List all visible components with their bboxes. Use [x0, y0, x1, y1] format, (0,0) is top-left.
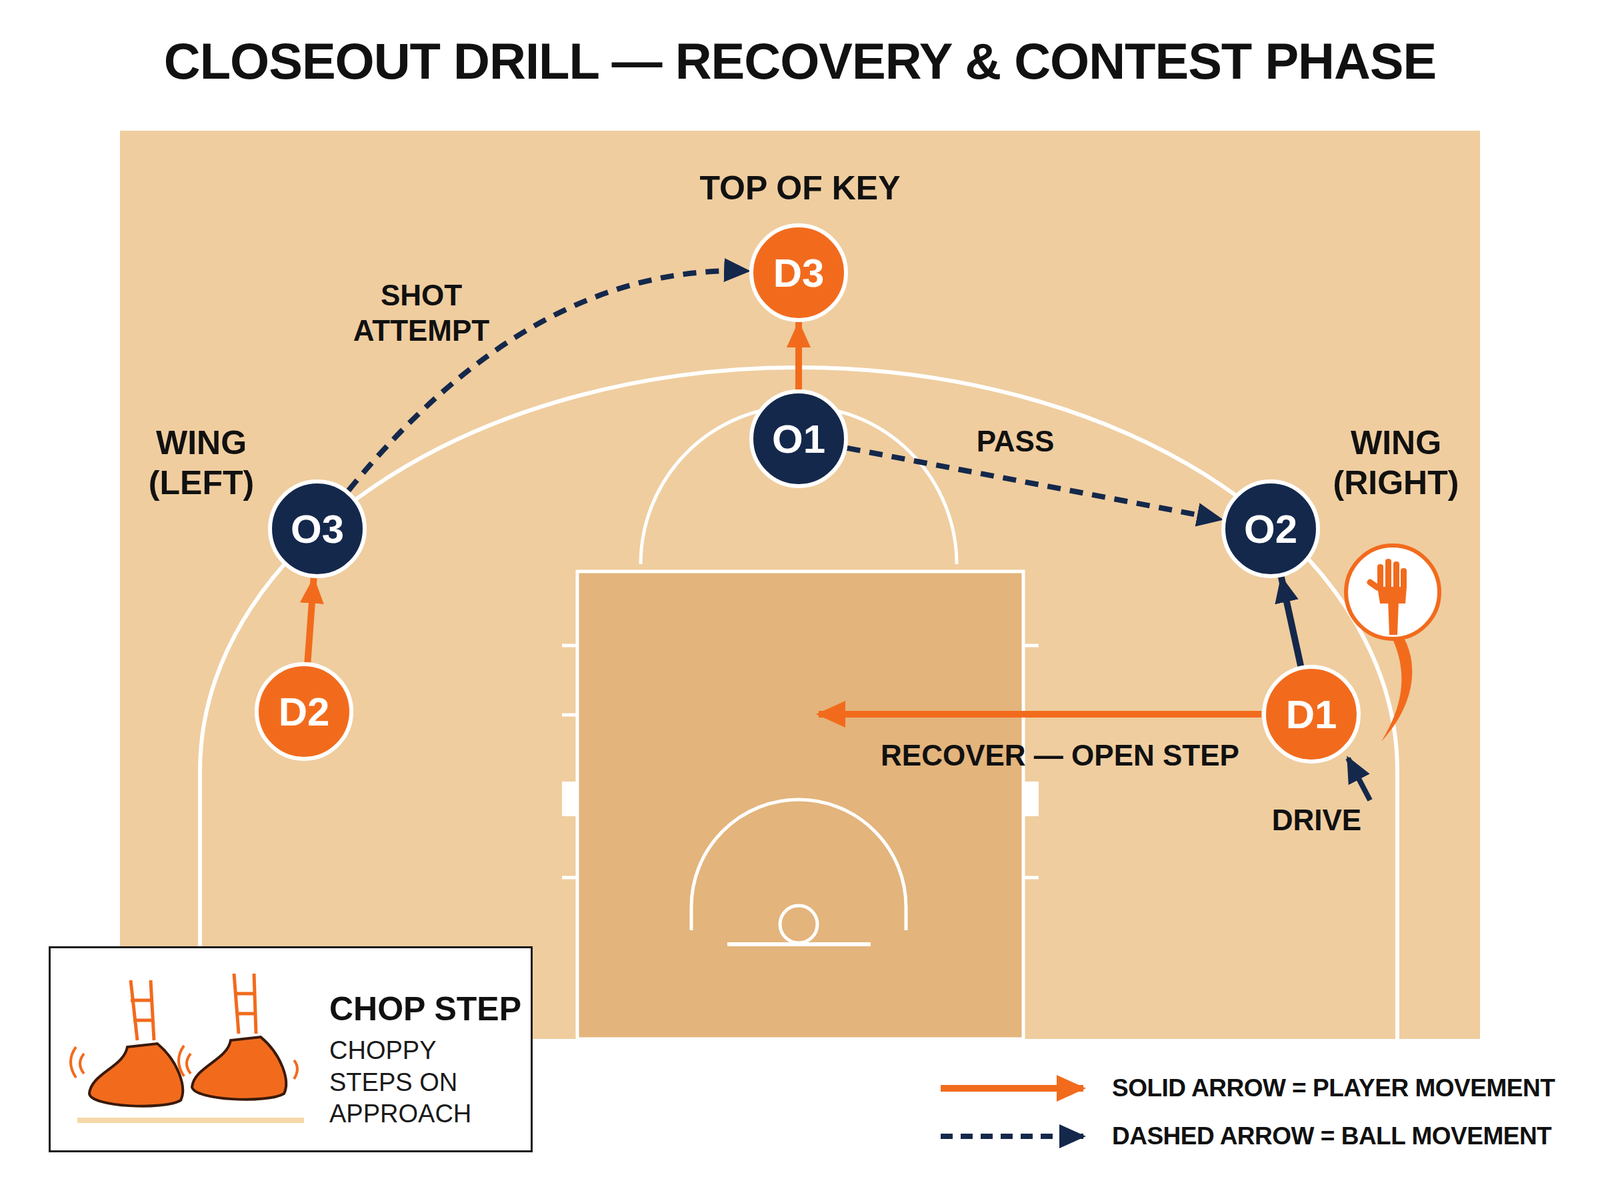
action-label: DRIVE [1243, 802, 1390, 838]
player-label: O1 [772, 416, 826, 462]
legend-box: CHOP STEP CHOPPY STEPS ON APPROACH [48, 946, 533, 1152]
player-label: D2 [278, 688, 330, 735]
lane [577, 571, 1024, 1039]
player-movement-arrow [307, 578, 314, 662]
player-movement-arrow [795, 322, 802, 390]
box-body: CHOPPY STEPS ON APPROACH [329, 1034, 515, 1130]
edge-label: SHOT ATTEMPT [328, 278, 515, 349]
player-label: D3 [773, 250, 825, 296]
diagram-title: CLOSEOUT DRILL — RECOVERY & CONTEST PHAS… [0, 32, 1600, 90]
contest-swoosh [1381, 633, 1412, 742]
position-label: WING (LEFT) [124, 422, 278, 503]
position-label: TOP OF KEY [660, 168, 940, 208]
recover-arrow [818, 710, 1262, 718]
restricted-arc [691, 799, 906, 907]
player-circle: O2 [1221, 479, 1320, 578]
restricted-arc [904, 906, 908, 930]
chop-step-shoes [64, 953, 318, 1140]
position-label: WING (RIGHT) [1319, 422, 1473, 503]
drive-arrow [1348, 758, 1370, 800]
player-movement-arrow [1281, 576, 1301, 666]
rim [780, 905, 818, 943]
action-label: RECOVER — OPEN STEP [826, 738, 1294, 774]
restricted-arc [690, 906, 694, 930]
legend-text: SOLID ARROW = PLAYER MOVEMENT [1112, 1074, 1555, 1102]
player-label: O3 [290, 506, 344, 552]
court-floor [120, 130, 1480, 1039]
player-circle: O3 [268, 479, 367, 578]
legend-solid-sample [940, 1084, 1084, 1092]
legend-dashed-sample [940, 1133, 1084, 1139]
edge-label: PASS [948, 424, 1082, 460]
player-circle: O1 [749, 389, 848, 488]
player-circle: D3 [749, 223, 848, 322]
contest-hand-badge [1346, 545, 1440, 639]
three-point-line [200, 367, 1398, 1039]
player-circle: D2 [254, 662, 354, 761]
lane-block [562, 781, 578, 816]
player-circle: D1 [1262, 664, 1361, 764]
lane-block [1023, 781, 1039, 816]
contest-hand [1366, 558, 1407, 635]
box-heading: CHOP STEP [329, 989, 515, 1028]
player-label: D1 [1286, 691, 1338, 738]
player-label: O2 [1244, 506, 1298, 552]
ball-movement-arrow [847, 448, 1223, 520]
legend-text: DASHED ARROW = BALL MOVEMENT [1112, 1122, 1552, 1150]
